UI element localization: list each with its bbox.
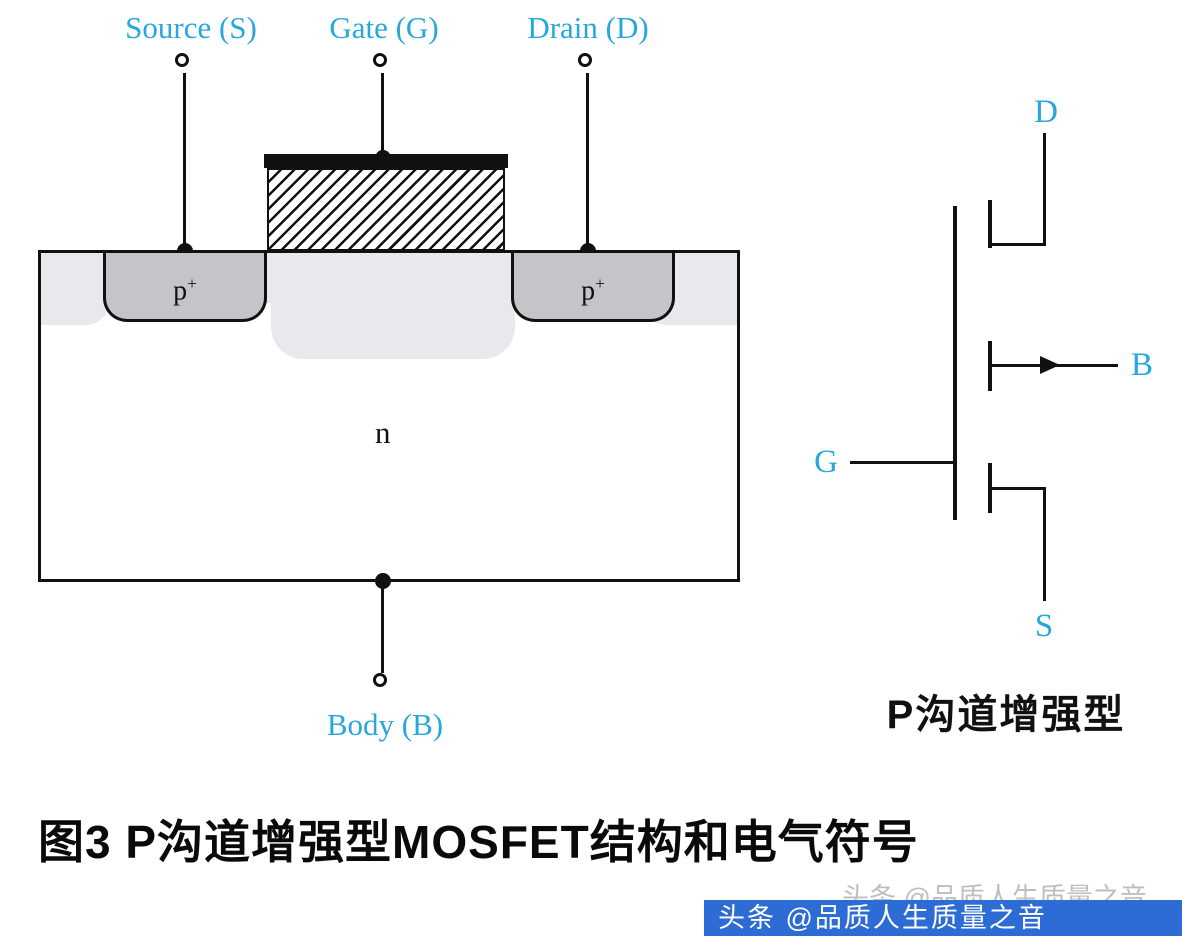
symbol-type-label: P沟道增强型 [886, 693, 1126, 737]
substrate-body: p+ p+ n [38, 250, 740, 582]
body-terminal-node [373, 673, 387, 687]
symbol-body-label: B [1130, 347, 1153, 383]
p-well-left-label: p [173, 275, 188, 307]
body-arrow-icon [1040, 356, 1060, 374]
p-well-left-label-sup: + [187, 274, 197, 293]
source-terminal-node [175, 53, 189, 67]
gate-lead-symbol-line [850, 461, 954, 464]
source-lead-horizontal-line [992, 487, 1046, 490]
substrate-n-label: n [375, 415, 391, 450]
body-lead-line [381, 583, 384, 673]
body-terminal-label: Body (B) [326, 707, 444, 742]
gate-plate-line [953, 206, 957, 520]
channel-dash-bottom [988, 463, 992, 513]
gate-oxide-hatch [267, 168, 505, 251]
drain-terminal-label: Drain (D) [527, 10, 649, 45]
diffusion-center-lobe [271, 253, 515, 359]
source-lead-line [183, 73, 186, 251]
diffusion-left-lobe [41, 253, 111, 325]
symbol-gate-label: G [814, 444, 838, 480]
drain-lead-horizontal-line [992, 243, 1046, 246]
channel-dash-top [988, 200, 992, 248]
drain-terminal-node [578, 53, 592, 67]
channel-dash-middle [988, 341, 992, 391]
body-contact-dot [375, 573, 391, 589]
symbol-drain-label: D [1034, 94, 1058, 130]
gate-terminal-label: Gate (G) [329, 10, 439, 45]
source-terminal-label: Source (S) [125, 10, 257, 45]
p-well-right: p+ [511, 253, 675, 322]
symbol-source-label: S [1034, 608, 1054, 644]
p-well-left: p+ [103, 253, 267, 322]
p-well-right-label: p [581, 275, 596, 307]
gate-lead-line [381, 73, 384, 157]
drain-lead-vertical-line [1043, 133, 1046, 246]
watermark-bar-text: 头条 @品质人生质量之音 [718, 903, 1047, 933]
watermark-bar: 头条 @品质人生质量之音 [704, 900, 1182, 936]
drain-lead-line [586, 73, 589, 251]
figure-caption: 图3 P沟道增强型MOSFET结构和电气符号 [38, 816, 919, 868]
p-well-right-label-sup: + [595, 274, 605, 293]
source-lead-vertical-line [1043, 487, 1046, 601]
gate-terminal-node [373, 53, 387, 67]
gate-contact-dot [375, 150, 391, 166]
